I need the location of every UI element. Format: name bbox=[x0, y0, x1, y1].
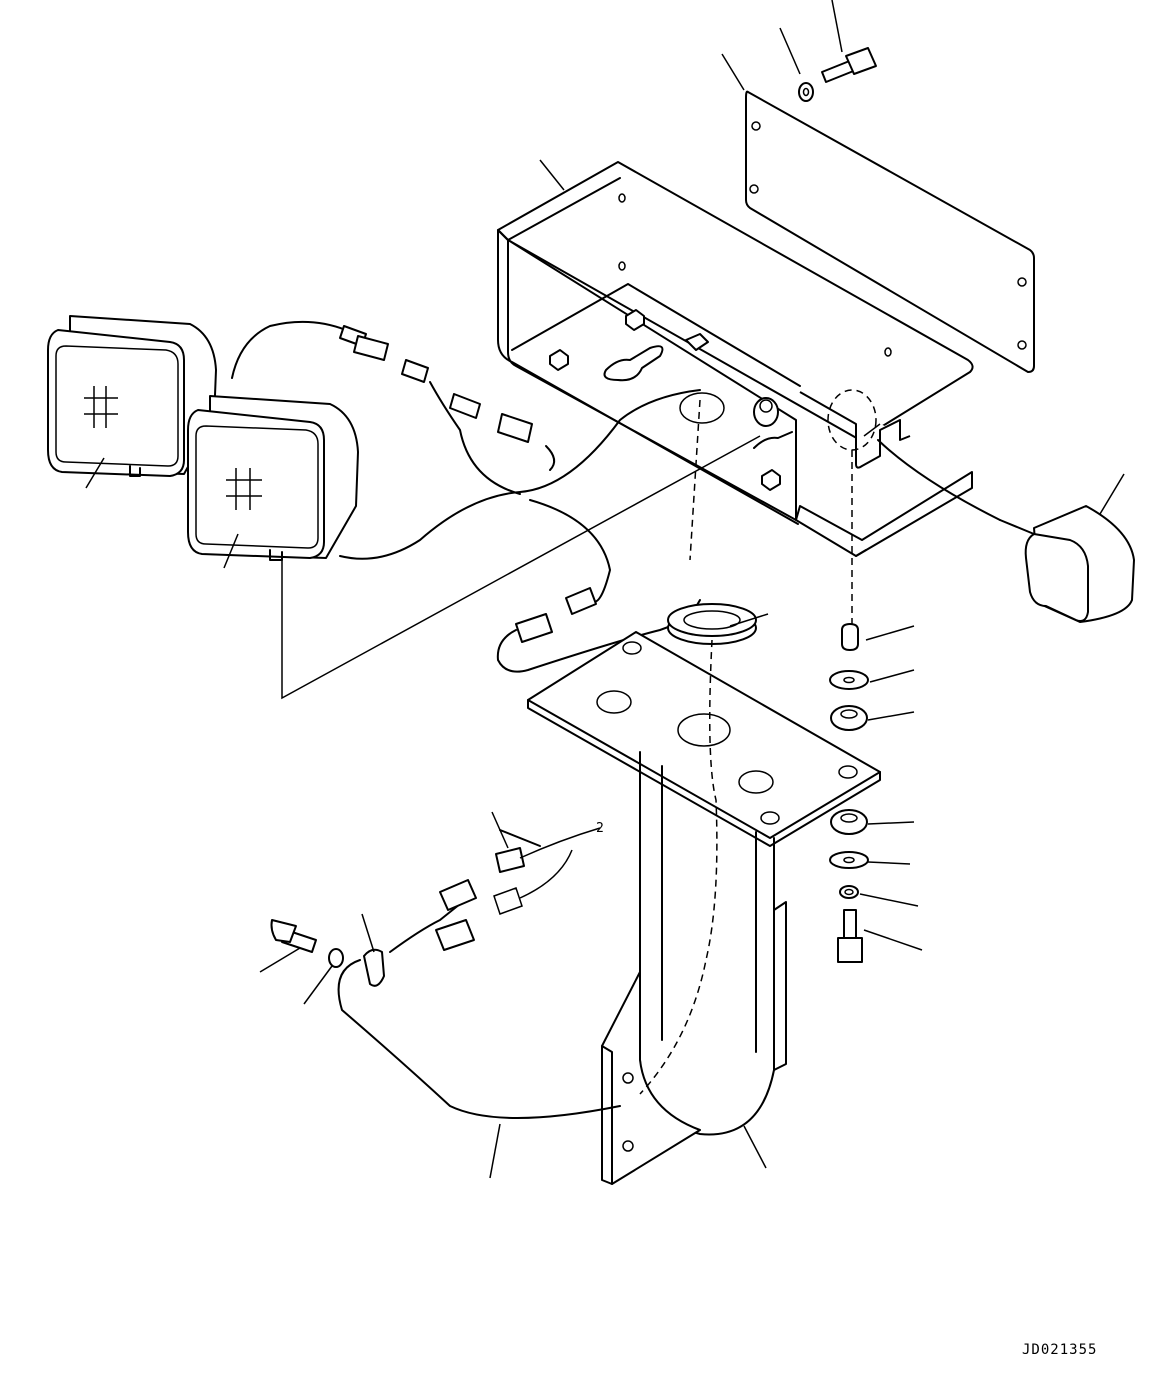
light-housing-box bbox=[497, 161, 974, 557]
top-bolt bbox=[821, 47, 877, 83]
rear-work-lamp bbox=[877, 439, 1135, 623]
grommet bbox=[667, 603, 757, 645]
top-washer bbox=[798, 82, 814, 102]
lamp-post bbox=[601, 399, 787, 1185]
lamp-leader-lines bbox=[281, 435, 761, 700]
callout-number-label: 2 bbox=[596, 821, 604, 836]
lamp-wiring bbox=[231, 320, 701, 673]
lower-harness bbox=[270, 827, 621, 1119]
right-head-lamp bbox=[187, 395, 359, 561]
hardware-stack bbox=[829, 450, 869, 963]
leader-lines bbox=[85, 0, 1125, 1179]
left-head-lamp bbox=[47, 315, 217, 477]
base-plate bbox=[527, 631, 881, 847]
drawing-code: JD021355 bbox=[1022, 1342, 1097, 1358]
rear-mounting-plate bbox=[745, 90, 1035, 373]
